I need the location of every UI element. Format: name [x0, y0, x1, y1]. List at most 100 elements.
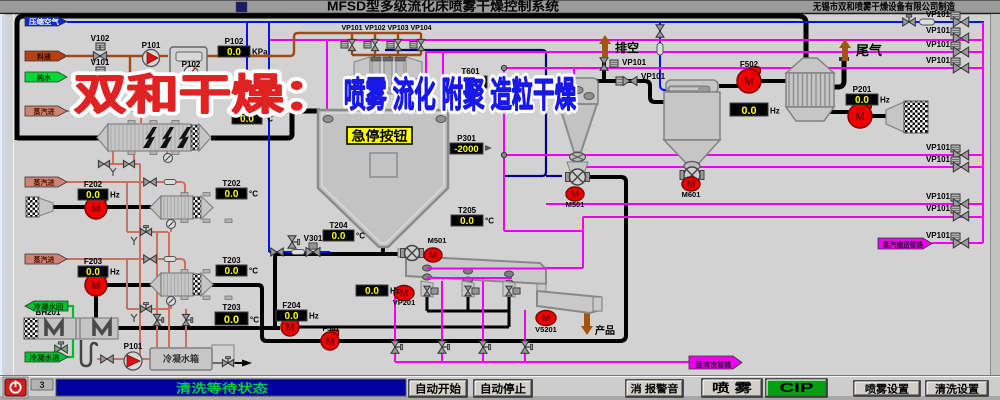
svg-text:冷凝水箱: 冷凝水箱: [163, 353, 199, 364]
svg-text:P301: P301: [457, 134, 476, 143]
svg-text:T204: T204: [329, 221, 348, 230]
svg-text:冷凝水进: 冷凝水进: [30, 353, 60, 362]
svg-text:产品: 产品: [595, 324, 615, 337]
svg-text:T202: T202: [222, 179, 241, 188]
svg-text:M: M: [400, 289, 408, 300]
svg-text:尾气: 尾气: [856, 43, 882, 58]
svg-text:喷雾设置: 喷雾设置: [865, 383, 910, 396]
svg-text:F203: F203: [84, 257, 103, 266]
svg-text:0.0: 0.0: [86, 190, 100, 201]
svg-text:冷凝水回: 冷凝水回: [34, 302, 64, 311]
svg-text:M: M: [571, 190, 579, 201]
svg-text:0.0: 0.0: [741, 105, 756, 117]
svg-text:纯水: 纯水: [37, 73, 52, 82]
svg-text:M501: M501: [566, 200, 585, 209]
svg-text:F502: F502: [740, 60, 759, 69]
svg-text:自动开始: 自动开始: [415, 382, 461, 396]
svg-text:P102: P102: [182, 60, 201, 69]
svg-text:Hz: Hz: [880, 96, 890, 105]
svg-text:BH201: BH201: [36, 308, 61, 317]
svg-text:双和干燥：: 双和干燥：: [74, 71, 336, 118]
svg-text:°C: °C: [250, 316, 259, 325]
svg-text:0.0: 0.0: [86, 267, 100, 278]
svg-text:消 报警音: 消 报警音: [631, 383, 679, 396]
svg-text:蒸汽进: 蒸汽进: [34, 178, 55, 187]
svg-text:°C: °C: [249, 267, 258, 276]
svg-text:0.0: 0.0: [224, 314, 239, 326]
svg-text:T601: T601: [461, 67, 480, 76]
svg-text:M: M: [542, 314, 550, 325]
svg-text:无锡市双和喷雾干燥设备有限公司制造: 无锡市双和喷雾干燥设备有限公司制造: [812, 1, 955, 13]
svg-text:°C: °C: [485, 217, 494, 226]
svg-text:0.0: 0.0: [332, 231, 346, 242]
svg-text:Hz: Hz: [110, 268, 120, 277]
svg-text:T201: T201: [238, 104, 257, 113]
svg-text:喷雾 流化 附聚 造粒干燥: 喷雾 流化 附聚 造粒干燥: [344, 76, 577, 115]
svg-text:排空: 排空: [615, 40, 639, 55]
svg-text:M501: M501: [428, 236, 447, 245]
svg-text:VP102: VP102: [364, 25, 385, 32]
svg-text:T203: T203: [222, 256, 241, 265]
svg-text:VP101: VP101: [926, 231, 951, 240]
svg-text:M: M: [285, 322, 294, 334]
svg-text:蒸汽进: 蒸汽进: [34, 255, 55, 264]
svg-text:VP101: VP101: [926, 10, 951, 19]
svg-text:°C: °C: [264, 115, 273, 124]
svg-text:M: M: [91, 280, 100, 292]
svg-text:0.0: 0.0: [460, 216, 474, 227]
svg-text:VP101: VP101: [926, 26, 951, 35]
svg-text:接清洗管路: 接清洗管路: [696, 360, 733, 369]
svg-text:P101: P101: [142, 41, 161, 50]
svg-text:VP103: VP103: [387, 25, 408, 32]
svg-text:P102: P102: [225, 37, 244, 46]
svg-text:MFSD型多级流化床喷雾干燥控制系统: MFSD型多级流化床喷雾干燥控制系统: [327, 0, 560, 14]
svg-text:F202: F202: [84, 180, 103, 189]
svg-text:VP101: VP101: [641, 72, 666, 81]
svg-text:急停按钮: 急停按钮: [352, 129, 408, 144]
svg-text:0.0: 0.0: [225, 189, 239, 200]
svg-text:清洗等待状态: 清洗等待状态: [176, 381, 268, 396]
svg-text:P201: P201: [853, 85, 872, 94]
svg-text:VP201: VP201: [393, 298, 416, 307]
svg-text:M601: M601: [682, 190, 701, 199]
svg-text:料液: 料液: [37, 52, 52, 61]
svg-text:T205: T205: [458, 206, 477, 215]
svg-text:蒸汽进: 蒸汽进: [34, 107, 55, 116]
svg-text:0.0: 0.0: [227, 47, 241, 58]
svg-text:0.0: 0.0: [240, 114, 254, 125]
svg-text:喷 雾: 喷 雾: [712, 380, 753, 395]
svg-text:3: 3: [39, 380, 44, 390]
svg-text:VP101: VP101: [341, 25, 362, 32]
svg-text:F204: F204: [282, 301, 301, 310]
svg-text:0.0: 0.0: [365, 286, 379, 297]
svg-text:VP101: VP101: [926, 192, 951, 201]
svg-text:F501: F501: [322, 324, 339, 333]
svg-text:0.0: 0.0: [855, 95, 869, 106]
svg-text:清洗设置: 清洗设置: [935, 383, 980, 396]
svg-text:M: M: [325, 336, 334, 348]
svg-text:Hz: Hz: [309, 312, 319, 321]
svg-text:°C: °C: [249, 190, 258, 199]
svg-text:VP101: VP101: [926, 143, 951, 152]
svg-text:0.0: 0.0: [225, 266, 239, 277]
svg-text:°C: °C: [356, 232, 365, 241]
svg-text:VP101: VP101: [926, 204, 951, 213]
svg-text:VP104: VP104: [410, 25, 431, 32]
svg-text:VP101: VP101: [926, 40, 951, 49]
svg-text:V5201: V5201: [535, 325, 557, 334]
svg-text:Hz: Hz: [770, 107, 780, 116]
svg-text:VP101: VP101: [926, 155, 951, 164]
svg-text:双和干燥：: 双和干燥：: [74, 71, 336, 118]
svg-text:Hz: Hz: [110, 191, 120, 200]
svg-text:M: M: [91, 203, 100, 215]
svg-text:V301: V301: [304, 234, 323, 243]
svg-text:-2000: -2000: [454, 144, 478, 155]
svg-text:0.0: 0.0: [464, 78, 478, 89]
svg-text:°C: °C: [489, 79, 498, 88]
svg-text:M: M: [744, 76, 753, 88]
svg-text:压缩空气: 压缩空气: [29, 17, 59, 26]
svg-text:P101: P101: [124, 342, 143, 351]
svg-text:喷雾 流化 附聚 造粒干燥: 喷雾 流化 附聚 造粒干燥: [344, 76, 577, 115]
svg-text:0.0: 0.0: [285, 311, 299, 322]
svg-text:自动停止: 自动停止: [480, 382, 526, 396]
